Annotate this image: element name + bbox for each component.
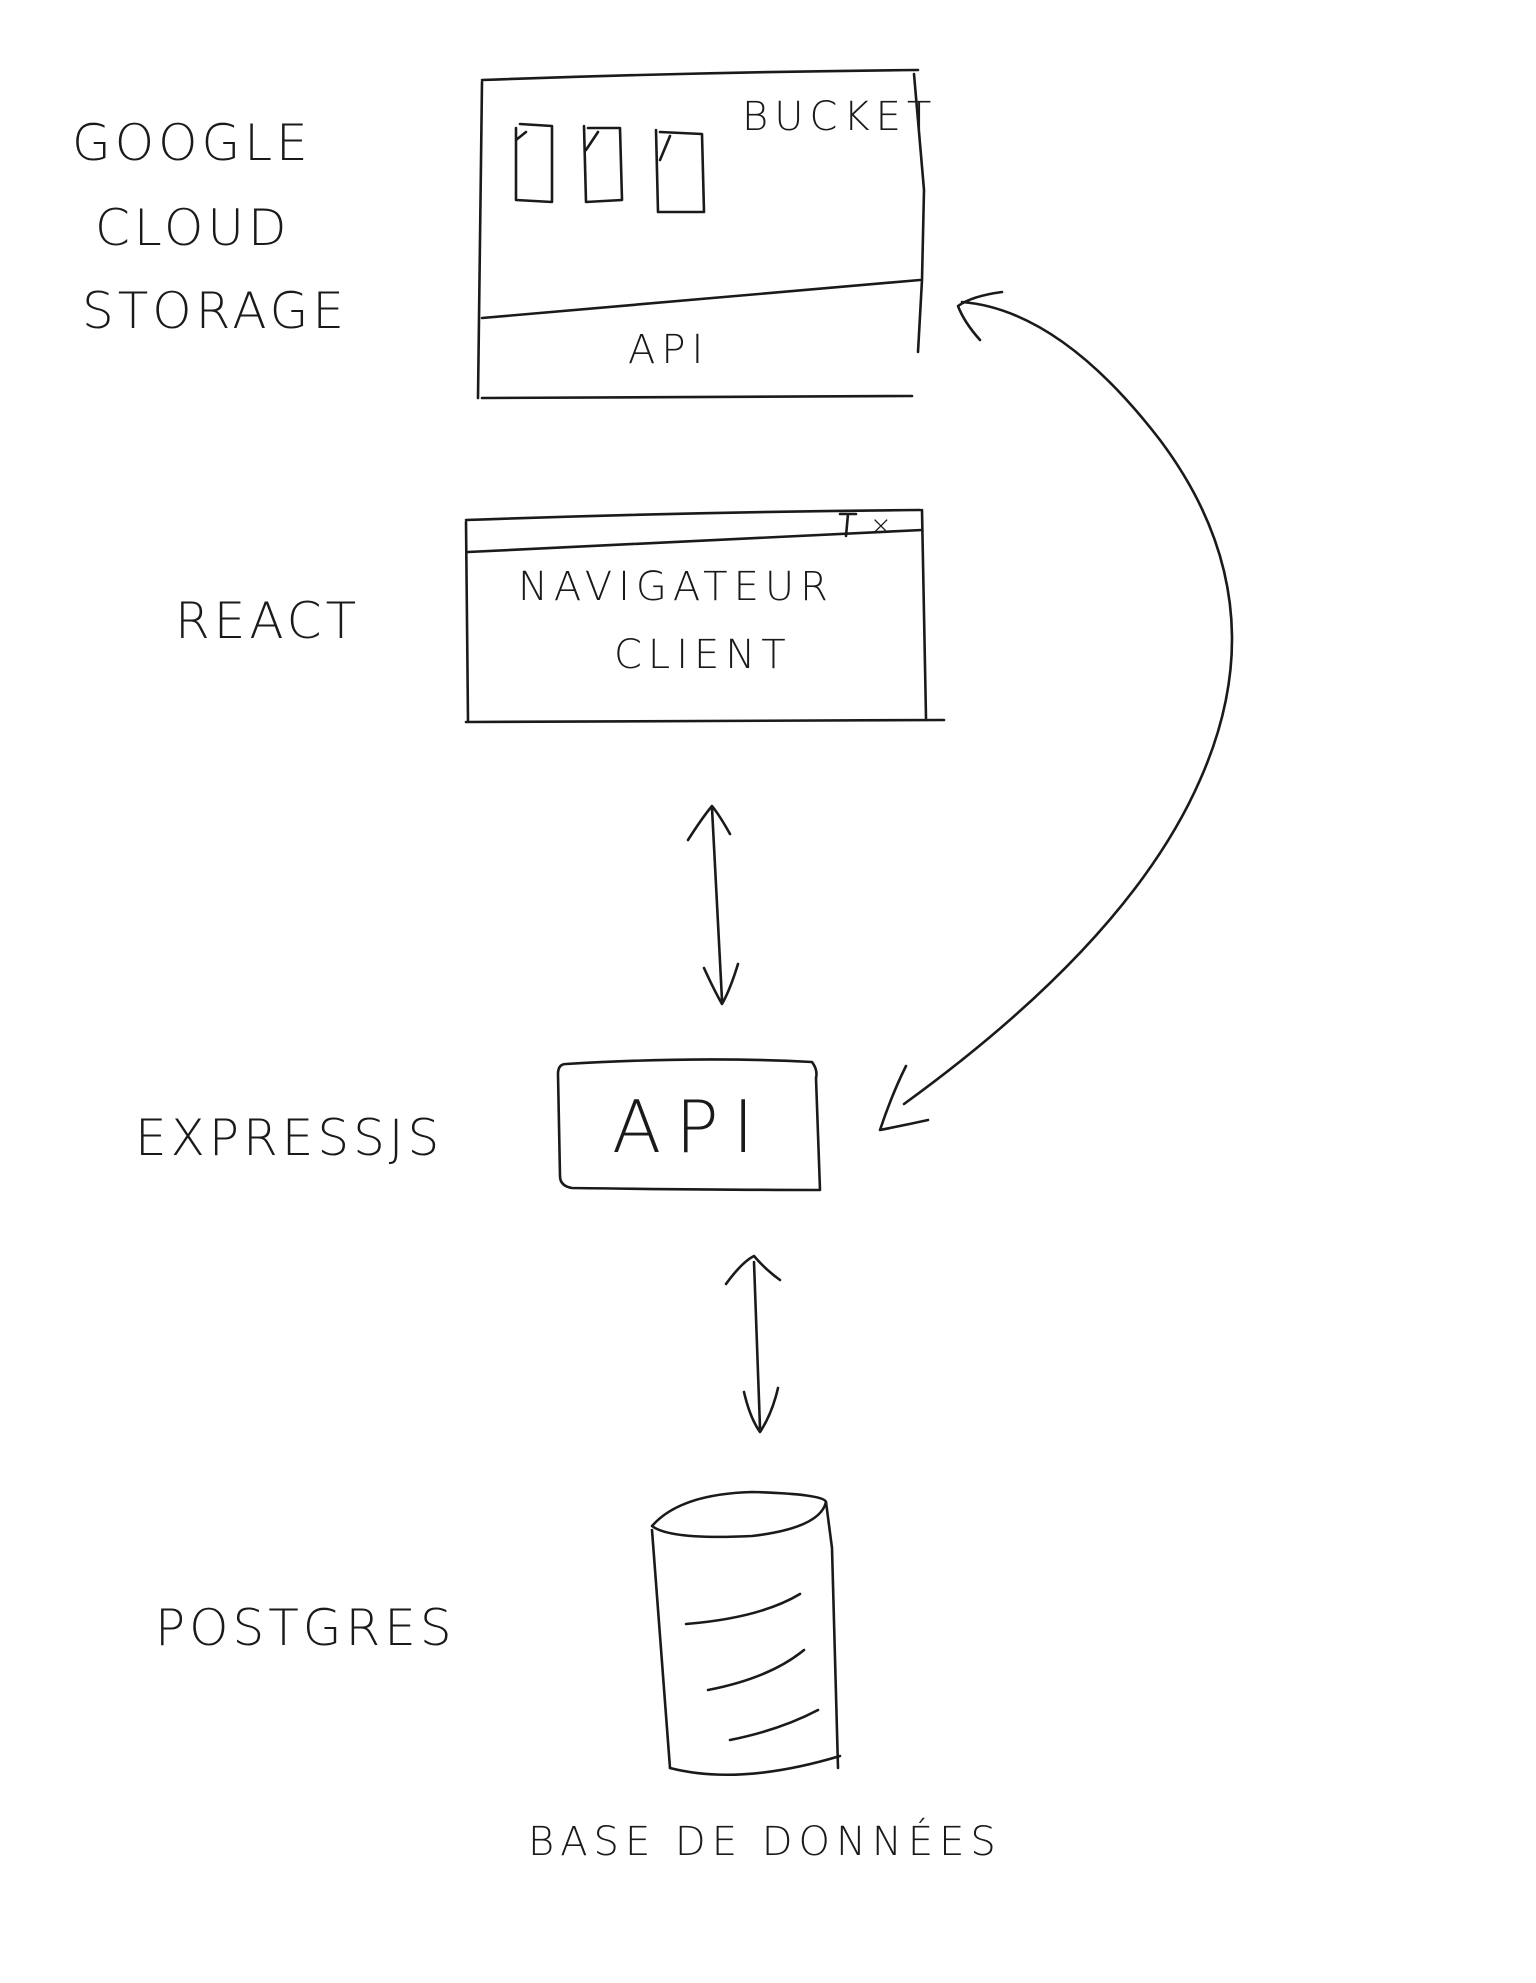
api-box-label: API xyxy=(612,1085,768,1169)
close-icon: × xyxy=(870,511,892,541)
bucket-files xyxy=(514,122,706,214)
arrow-head-down-icon xyxy=(702,962,740,1006)
storage-api-label: API xyxy=(628,327,709,373)
arrow-head-up-icon xyxy=(686,804,732,842)
arrow-head-storage-icon xyxy=(956,290,1004,342)
arrow-api-database xyxy=(724,1254,782,1434)
tier-label-storage-line2: CLOUD xyxy=(95,199,290,257)
tier-label-storage-line1: GOOGLE xyxy=(72,114,312,172)
tier-label-storage: GOOGLE CLOUD STORAGE xyxy=(72,114,348,340)
arrow-api-storage xyxy=(878,290,1234,1132)
storage-box-outline xyxy=(476,68,926,400)
browser-line-2: CLIENT xyxy=(614,632,792,678)
file-icon xyxy=(514,122,554,204)
database-caption: BASE DE DONNÉES xyxy=(528,1817,1002,1865)
cylinder-sides xyxy=(650,1500,840,1770)
cylinder-record-line xyxy=(684,1592,802,1626)
api-box: API xyxy=(556,1058,822,1192)
browser-title-bar xyxy=(466,528,924,554)
cylinder-record-line xyxy=(728,1708,820,1742)
bucket-label: BUCKET xyxy=(742,94,937,140)
database-cylinder: BASE DE DONNÉES xyxy=(528,1490,1002,1865)
arrow-browser-api xyxy=(686,804,740,1006)
arrow-head-down-icon xyxy=(742,1386,780,1434)
tier-label-storage-line3: STORAGE xyxy=(82,282,348,340)
browser-window-frame xyxy=(464,508,946,724)
tier-label-frontend: REACT xyxy=(175,592,360,650)
cylinder-bottom xyxy=(668,1754,842,1777)
file-icon xyxy=(654,128,706,214)
arrow-curve xyxy=(902,300,1234,1106)
tier-label-database: POSTGRES xyxy=(155,1599,456,1657)
file-icon xyxy=(582,124,624,204)
browser-window: × NAVIGATEUR CLIENT xyxy=(464,508,946,724)
arrow-head-up-icon xyxy=(724,1254,782,1286)
arrow-shaft xyxy=(710,806,724,1002)
browser-bar-separator xyxy=(838,512,858,538)
storage-box-divider xyxy=(480,278,922,320)
arrow-shaft xyxy=(752,1260,762,1430)
tier-label-backend: EXPRESSJS xyxy=(135,1109,443,1167)
api-box-outline xyxy=(556,1058,822,1192)
arrow-head-api-icon xyxy=(878,1064,930,1132)
cylinder-record-line xyxy=(706,1648,806,1692)
cylinder-top xyxy=(650,1490,828,1539)
browser-line-1: NAVIGATEUR xyxy=(518,564,834,610)
storage-box: BUCKET API xyxy=(476,68,937,400)
